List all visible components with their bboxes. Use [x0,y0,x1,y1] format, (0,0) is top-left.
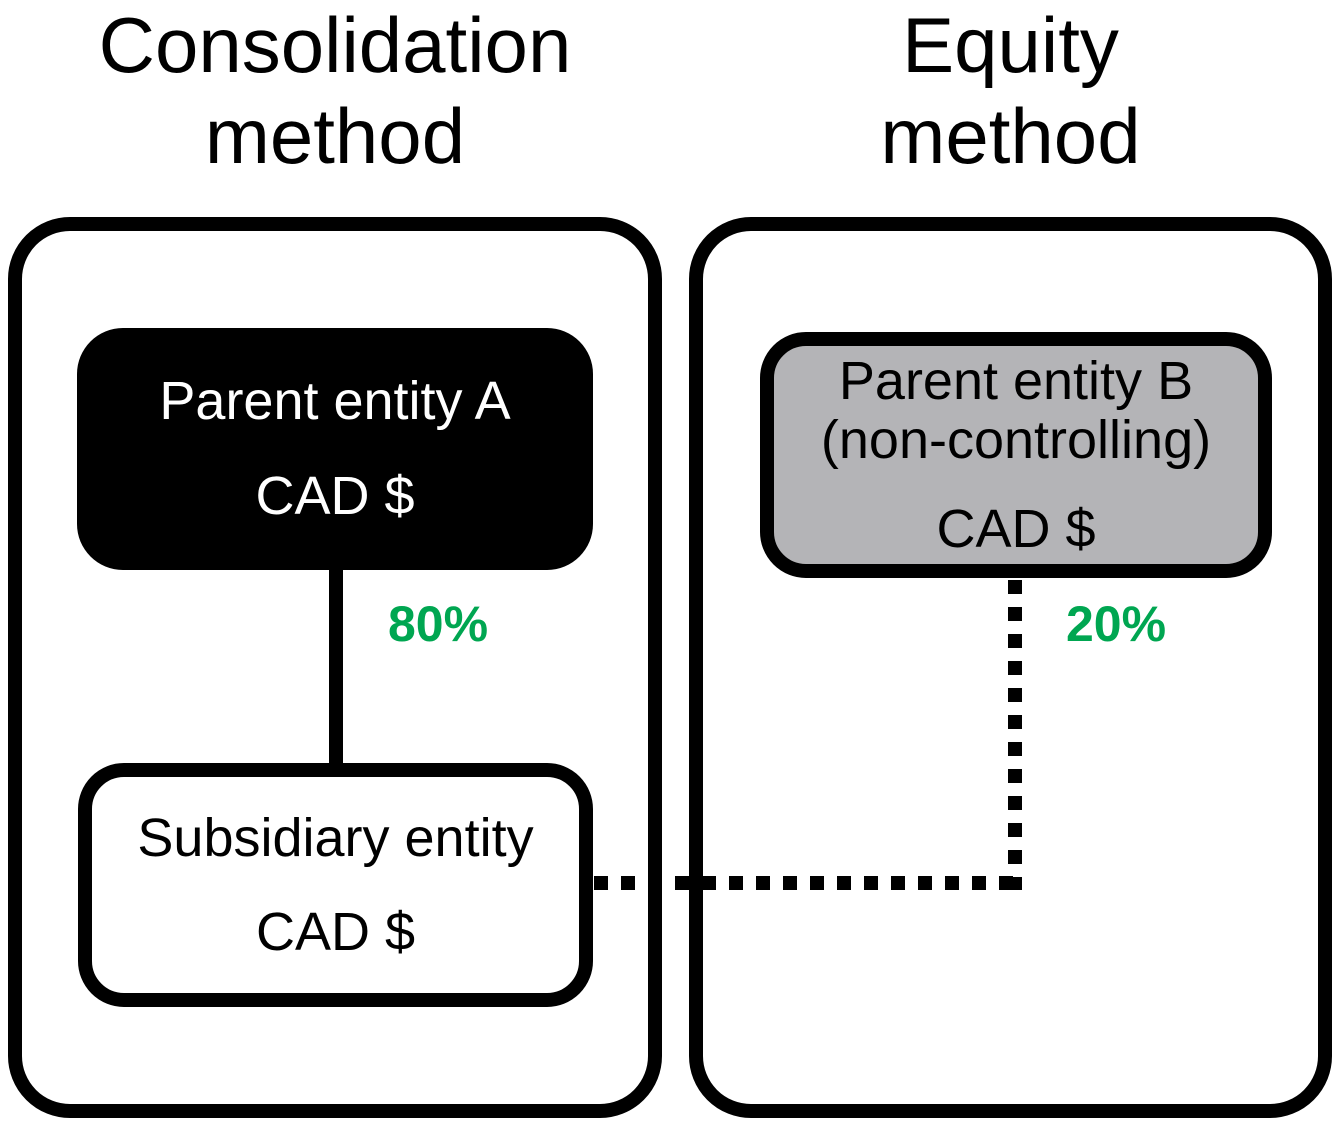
equity-method-title: Equity method [689,0,1332,182]
parent-entity-b-box: Parent entity B (non-controlling) CAD $ [760,332,1272,578]
ownership-label-80: 80% [388,596,489,652]
consolidation-title-line1: Consolidation [98,1,572,89]
ownership-connector-dotted-vertical [1008,580,1022,890]
parent-entity-b-name: Parent entity B [838,350,1194,411]
subsidiary-entity-box: Subsidiary entity CAD $ [78,763,593,1007]
ownership-connector-solid [329,568,343,770]
ownership-label-20: 20% [1066,596,1167,652]
subsidiary-entity-name: Subsidiary entity [137,807,534,868]
equity-title-line1: Equity [902,1,1119,89]
parent-entity-a-name: Parent entity A [159,371,511,431]
parent-entity-b-currency: CAD $ [936,498,1096,559]
equity-title-line2: method [880,92,1141,180]
consolidation-method-title: Consolidation method [8,0,662,182]
parent-entity-b-qualifier: (non-controlling) [820,409,1212,470]
ownership-connector-dotted-horizontal [594,876,1022,890]
parent-entity-a-currency: CAD $ [255,466,415,526]
parent-entity-a-box: Parent entity A CAD $ [77,328,593,570]
consolidation-title-line2: method [204,92,466,180]
subsidiary-entity-currency: CAD $ [255,901,416,962]
